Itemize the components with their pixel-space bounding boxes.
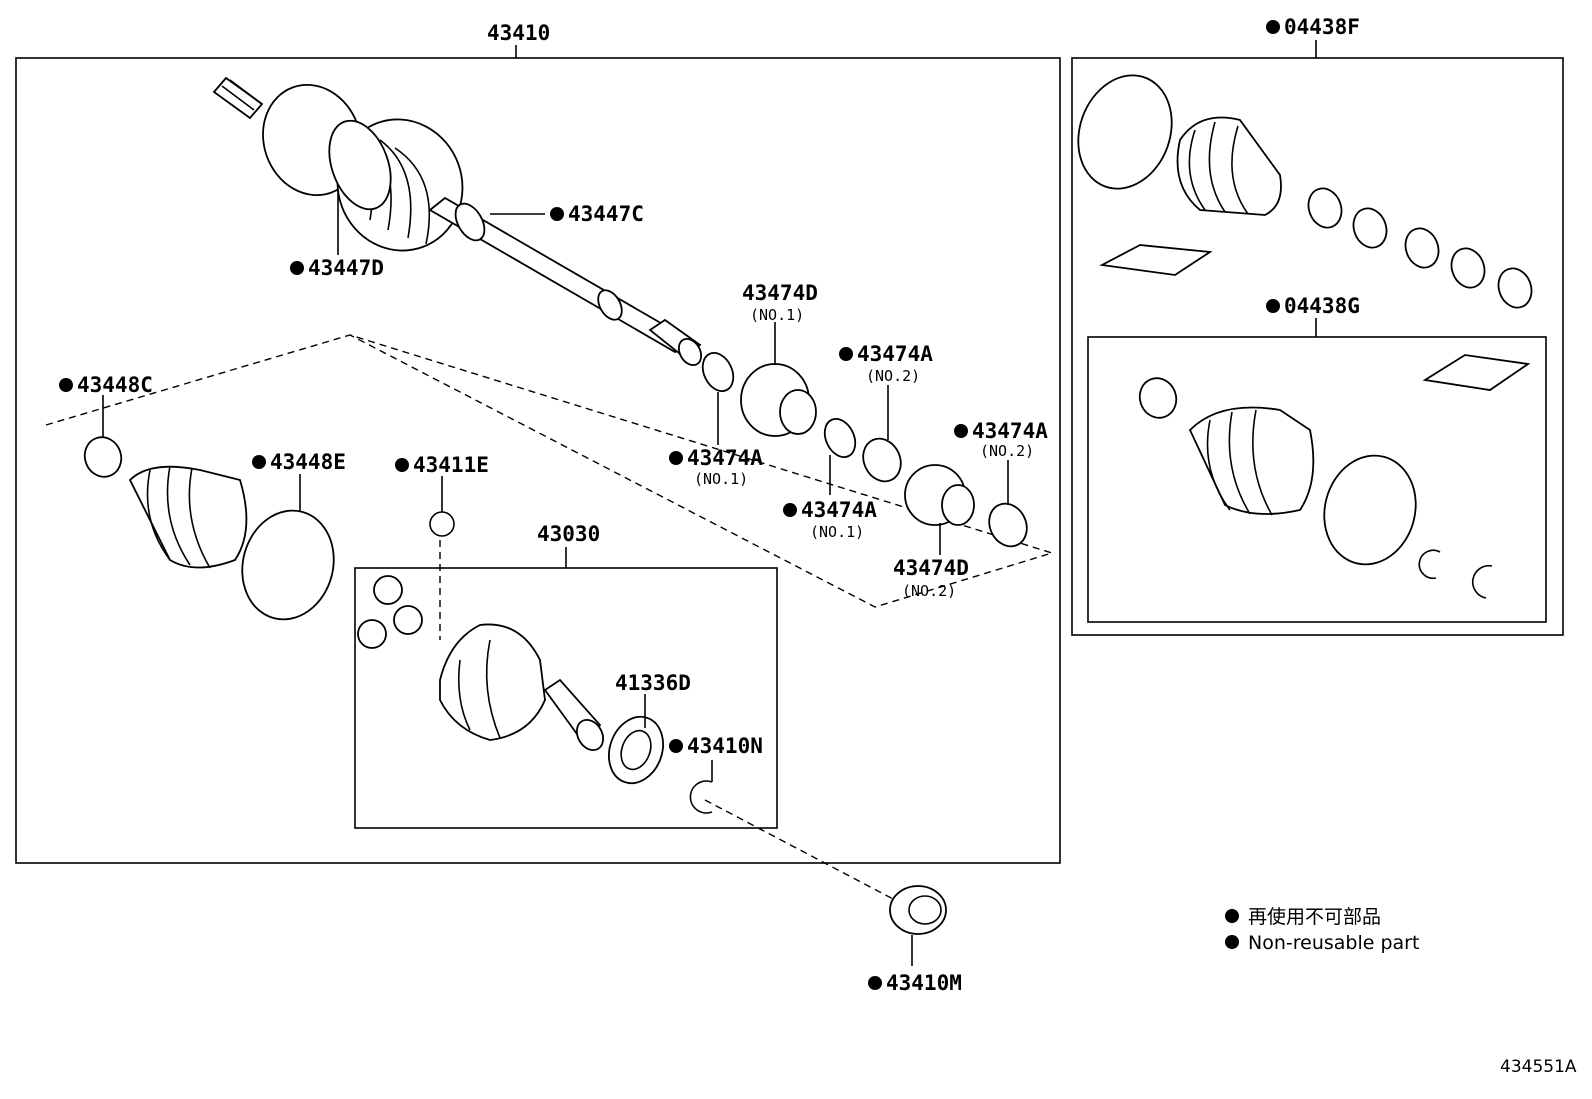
svg-text:(NO.1): (NO.1): [750, 306, 804, 324]
legend: 再使用不可部品 Non-reusable part: [1225, 906, 1419, 954]
callout-43474A-no1-middle: 43474A (NO.1): [783, 498, 877, 541]
svg-text:(NO.2): (NO.2): [902, 582, 956, 600]
kit-f-clamp-large: [1077, 74, 1173, 190]
svg-text:43411E: 43411E: [413, 453, 489, 477]
non-reusable-dot: [1266, 20, 1280, 34]
svg-text:43474A: 43474A: [687, 446, 763, 470]
dash-43410M-link: [704, 799, 896, 901]
kit-f-small-clamps: [1307, 187, 1533, 309]
svg-text:(NO.1): (NO.1): [810, 523, 864, 541]
svg-text:43448C: 43448C: [77, 373, 153, 397]
svg-text:(NO.2): (NO.2): [866, 367, 920, 385]
kit-g-snap-ring-b: [1471, 564, 1493, 599]
svg-text:43448E: 43448E: [270, 450, 346, 474]
callout-43474A-no2-upper: 43474A (NO.2): [839, 342, 933, 385]
svg-text:43474A: 43474A: [801, 498, 877, 522]
callout-43474A-no2-right: 43474A (NO.2): [954, 419, 1048, 460]
group-label-04438G: 04438G: [1284, 294, 1360, 318]
svg-text:43474D: 43474D: [893, 556, 969, 580]
inboard-group-outline: [45, 334, 1055, 608]
clamp-43474A-1a: [701, 352, 735, 392]
svg-text:43474D: 43474D: [742, 281, 818, 305]
clamp-43448C: [83, 436, 123, 478]
clamp-43474A-2b: [988, 502, 1028, 548]
boot-kit-g-frame: [1087, 336, 1547, 623]
svg-text:(NO.1): (NO.1): [694, 470, 748, 488]
illustration-code: 434551A: [1500, 1057, 1577, 1077]
callout-43474D-no2: 43474D (NO.2): [893, 556, 969, 600]
svg-text:43474A: 43474A: [857, 342, 933, 366]
snap-ring-43411E: [429, 511, 455, 537]
group-label-43410: 43410: [487, 21, 550, 45]
callout-43447C: 43447C: [550, 202, 644, 226]
callout-43410N: 43410N: [669, 734, 763, 758]
kit-g-clamp-small: [1138, 377, 1178, 419]
oil-seal-41336D: [608, 715, 664, 785]
callout-43410M: 43410M: [868, 971, 962, 995]
svg-text:43447D: 43447D: [308, 256, 384, 280]
clamp-43474A-2a: [862, 437, 902, 483]
svg-text:43410M: 43410M: [886, 971, 962, 995]
callout-43474D-no1: 43474D (NO.1): [742, 281, 818, 324]
group-label-04438F: 04438F: [1284, 15, 1360, 39]
bearing-43410M: [889, 885, 947, 935]
callout-43447D: 43447D: [290, 256, 384, 280]
kit-g-snap-ring-a: [1418, 549, 1441, 580]
callout-43411E: 43411E: [395, 453, 489, 477]
callout-43448E: 43448E: [252, 450, 346, 474]
svg-text:Non-reusable part: Non-reusable part: [1248, 932, 1419, 954]
tripod-joint: [357, 575, 423, 649]
drive-shaft-illustration: [212, 76, 703, 367]
svg-text:41336D: 41336D: [615, 671, 691, 695]
svg-text:43410N: 43410N: [687, 734, 763, 758]
outer-race-housing: [439, 623, 605, 751]
svg-text:(NO.2): (NO.2): [980, 442, 1034, 460]
svg-text:43447C: 43447C: [568, 202, 644, 226]
inboard-boot: [128, 465, 248, 569]
group-label-43030: 43030: [537, 522, 600, 546]
kit-g-grease-pack: [1422, 354, 1531, 391]
snap-ring-43410N: [689, 780, 713, 814]
kit-f-boot: [1176, 116, 1282, 216]
boot-kit-f-frame: [1071, 57, 1564, 636]
non-reusable-dot: [1266, 299, 1280, 313]
kit-g-clamp-large: [1323, 454, 1417, 566]
callout-43474A-no1-left: 43474A (NO.1): [669, 446, 763, 488]
clamp-43474A-1b: [823, 418, 857, 458]
svg-text:再使用不可部品: 再使用不可部品: [1248, 906, 1381, 928]
shaft-assembly-frame: [15, 57, 1061, 864]
kit-g-boot: [1188, 406, 1315, 516]
clamp-43448E: [241, 509, 335, 621]
kit-f-grease-pack: [1099, 244, 1213, 276]
svg-text:43474A: 43474A: [972, 419, 1048, 443]
callout-41336D: 41336D: [615, 671, 691, 695]
callout-43448C: 43448C: [59, 373, 153, 397]
